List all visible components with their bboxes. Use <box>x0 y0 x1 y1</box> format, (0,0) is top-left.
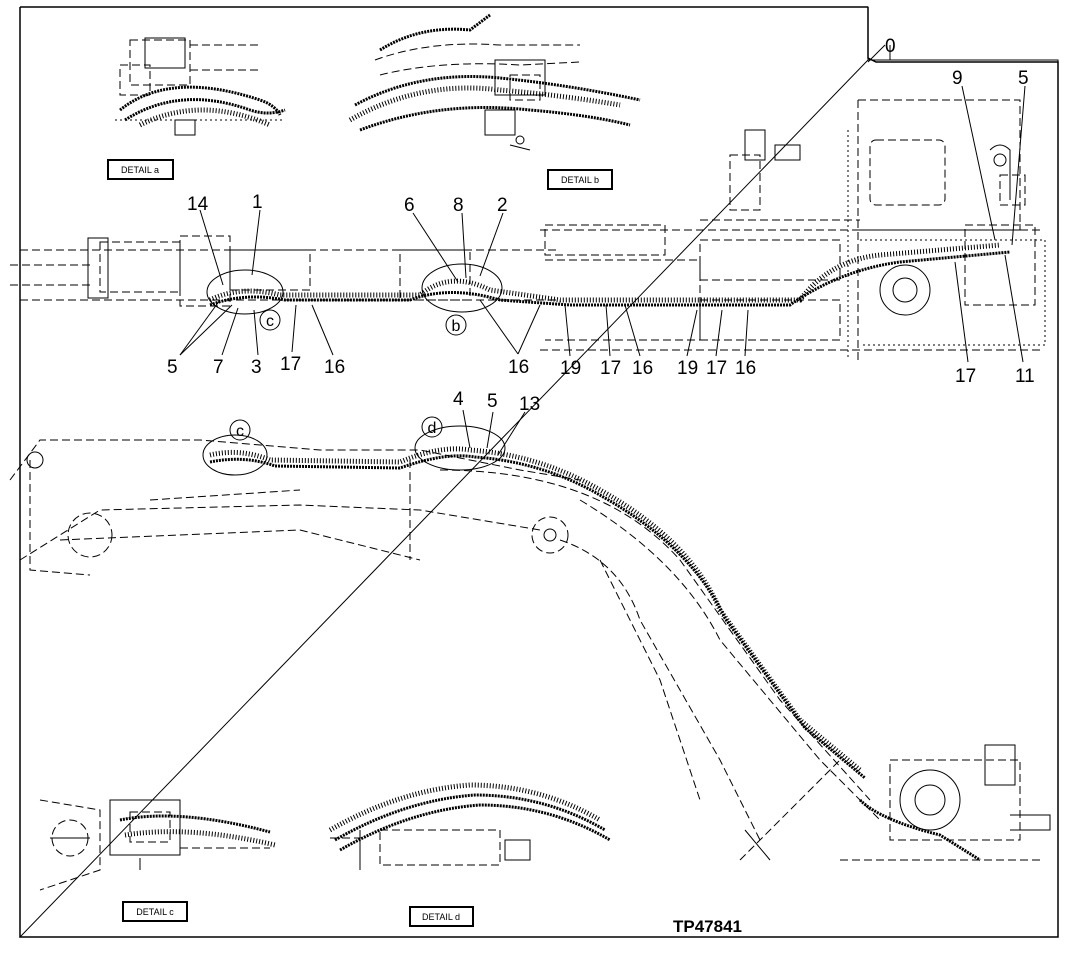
callout-3: 3 <box>251 357 262 378</box>
callout-6: 6 <box>404 195 415 216</box>
callout-17-a: 17 <box>280 354 301 375</box>
marker-c-top <box>259 309 281 331</box>
detail-d-drawing <box>328 782 611 870</box>
callout-16-d: 16 <box>735 358 756 379</box>
callout-2: 2 <box>497 195 508 216</box>
detail-c-drawing <box>39 799 276 891</box>
callout-17-b: 17 <box>600 358 621 379</box>
callout-9: 9 <box>952 68 963 89</box>
detail-b-drawing <box>348 13 641 151</box>
figure-id: TP47841 <box>673 917 742 936</box>
callout-4: 4 <box>453 389 464 410</box>
callout-11: 11 <box>1015 366 1035 387</box>
callout-16-a: 16 <box>324 357 345 378</box>
callout-19-b: 19 <box>677 358 698 379</box>
detail-d-label: DETAIL d <box>422 912 460 922</box>
marker-c-lower <box>229 419 251 441</box>
marker-c-lower-label: c <box>236 423 244 440</box>
callout-16-b: 16 <box>508 357 529 378</box>
detail-b-box <box>547 169 613 190</box>
callout-7: 7 <box>213 357 224 378</box>
detail-d-box <box>409 906 474 927</box>
boom-side-view <box>9 425 1051 862</box>
callout-17-d: 17 <box>955 366 976 387</box>
boom-callouts: c d 4 5 13 <box>229 389 540 456</box>
bottom-callouts-top-view: 5 7 3 17 16 16 19 17 16 19 17 16 17 11 <box>167 254 1035 387</box>
callout-5-left: 5 <box>167 357 178 378</box>
figure-frame <box>19 6 1059 938</box>
callout-16-c: 16 <box>632 358 653 379</box>
detail-a-box <box>107 159 174 180</box>
callout-1: 1 <box>252 192 263 213</box>
detail-a-drawing <box>115 37 286 136</box>
marker-b-top <box>445 314 467 336</box>
callout-14: 14 <box>187 194 209 215</box>
detail-a-label: DETAIL a <box>121 165 159 175</box>
callout-19-a: 19 <box>560 358 581 379</box>
callout-8: 8 <box>453 195 464 216</box>
marker-d-lower <box>421 416 443 438</box>
callout-17-c: 17 <box>706 358 727 379</box>
detail-c-box <box>122 901 188 922</box>
figure-border <box>18 6 1059 938</box>
marker-b-top-label: b <box>452 318 461 335</box>
detail-c-label: DETAIL c <box>136 907 174 917</box>
top-view-assembly <box>10 224 1046 351</box>
top-callouts: 14 1 6 8 2 9 5 c b <box>187 68 1029 336</box>
corner-callout: 0 <box>885 36 896 57</box>
corner-leader <box>867 44 886 63</box>
callout-5-right: 5 <box>1018 68 1029 89</box>
callout-13: 13 <box>519 394 540 415</box>
marker-c-top-label: c <box>266 313 274 330</box>
callout-5-lower: 5 <box>487 391 498 412</box>
marker-d-lower-label: d <box>428 420 437 437</box>
detail-b-label: DETAIL b <box>561 175 599 185</box>
